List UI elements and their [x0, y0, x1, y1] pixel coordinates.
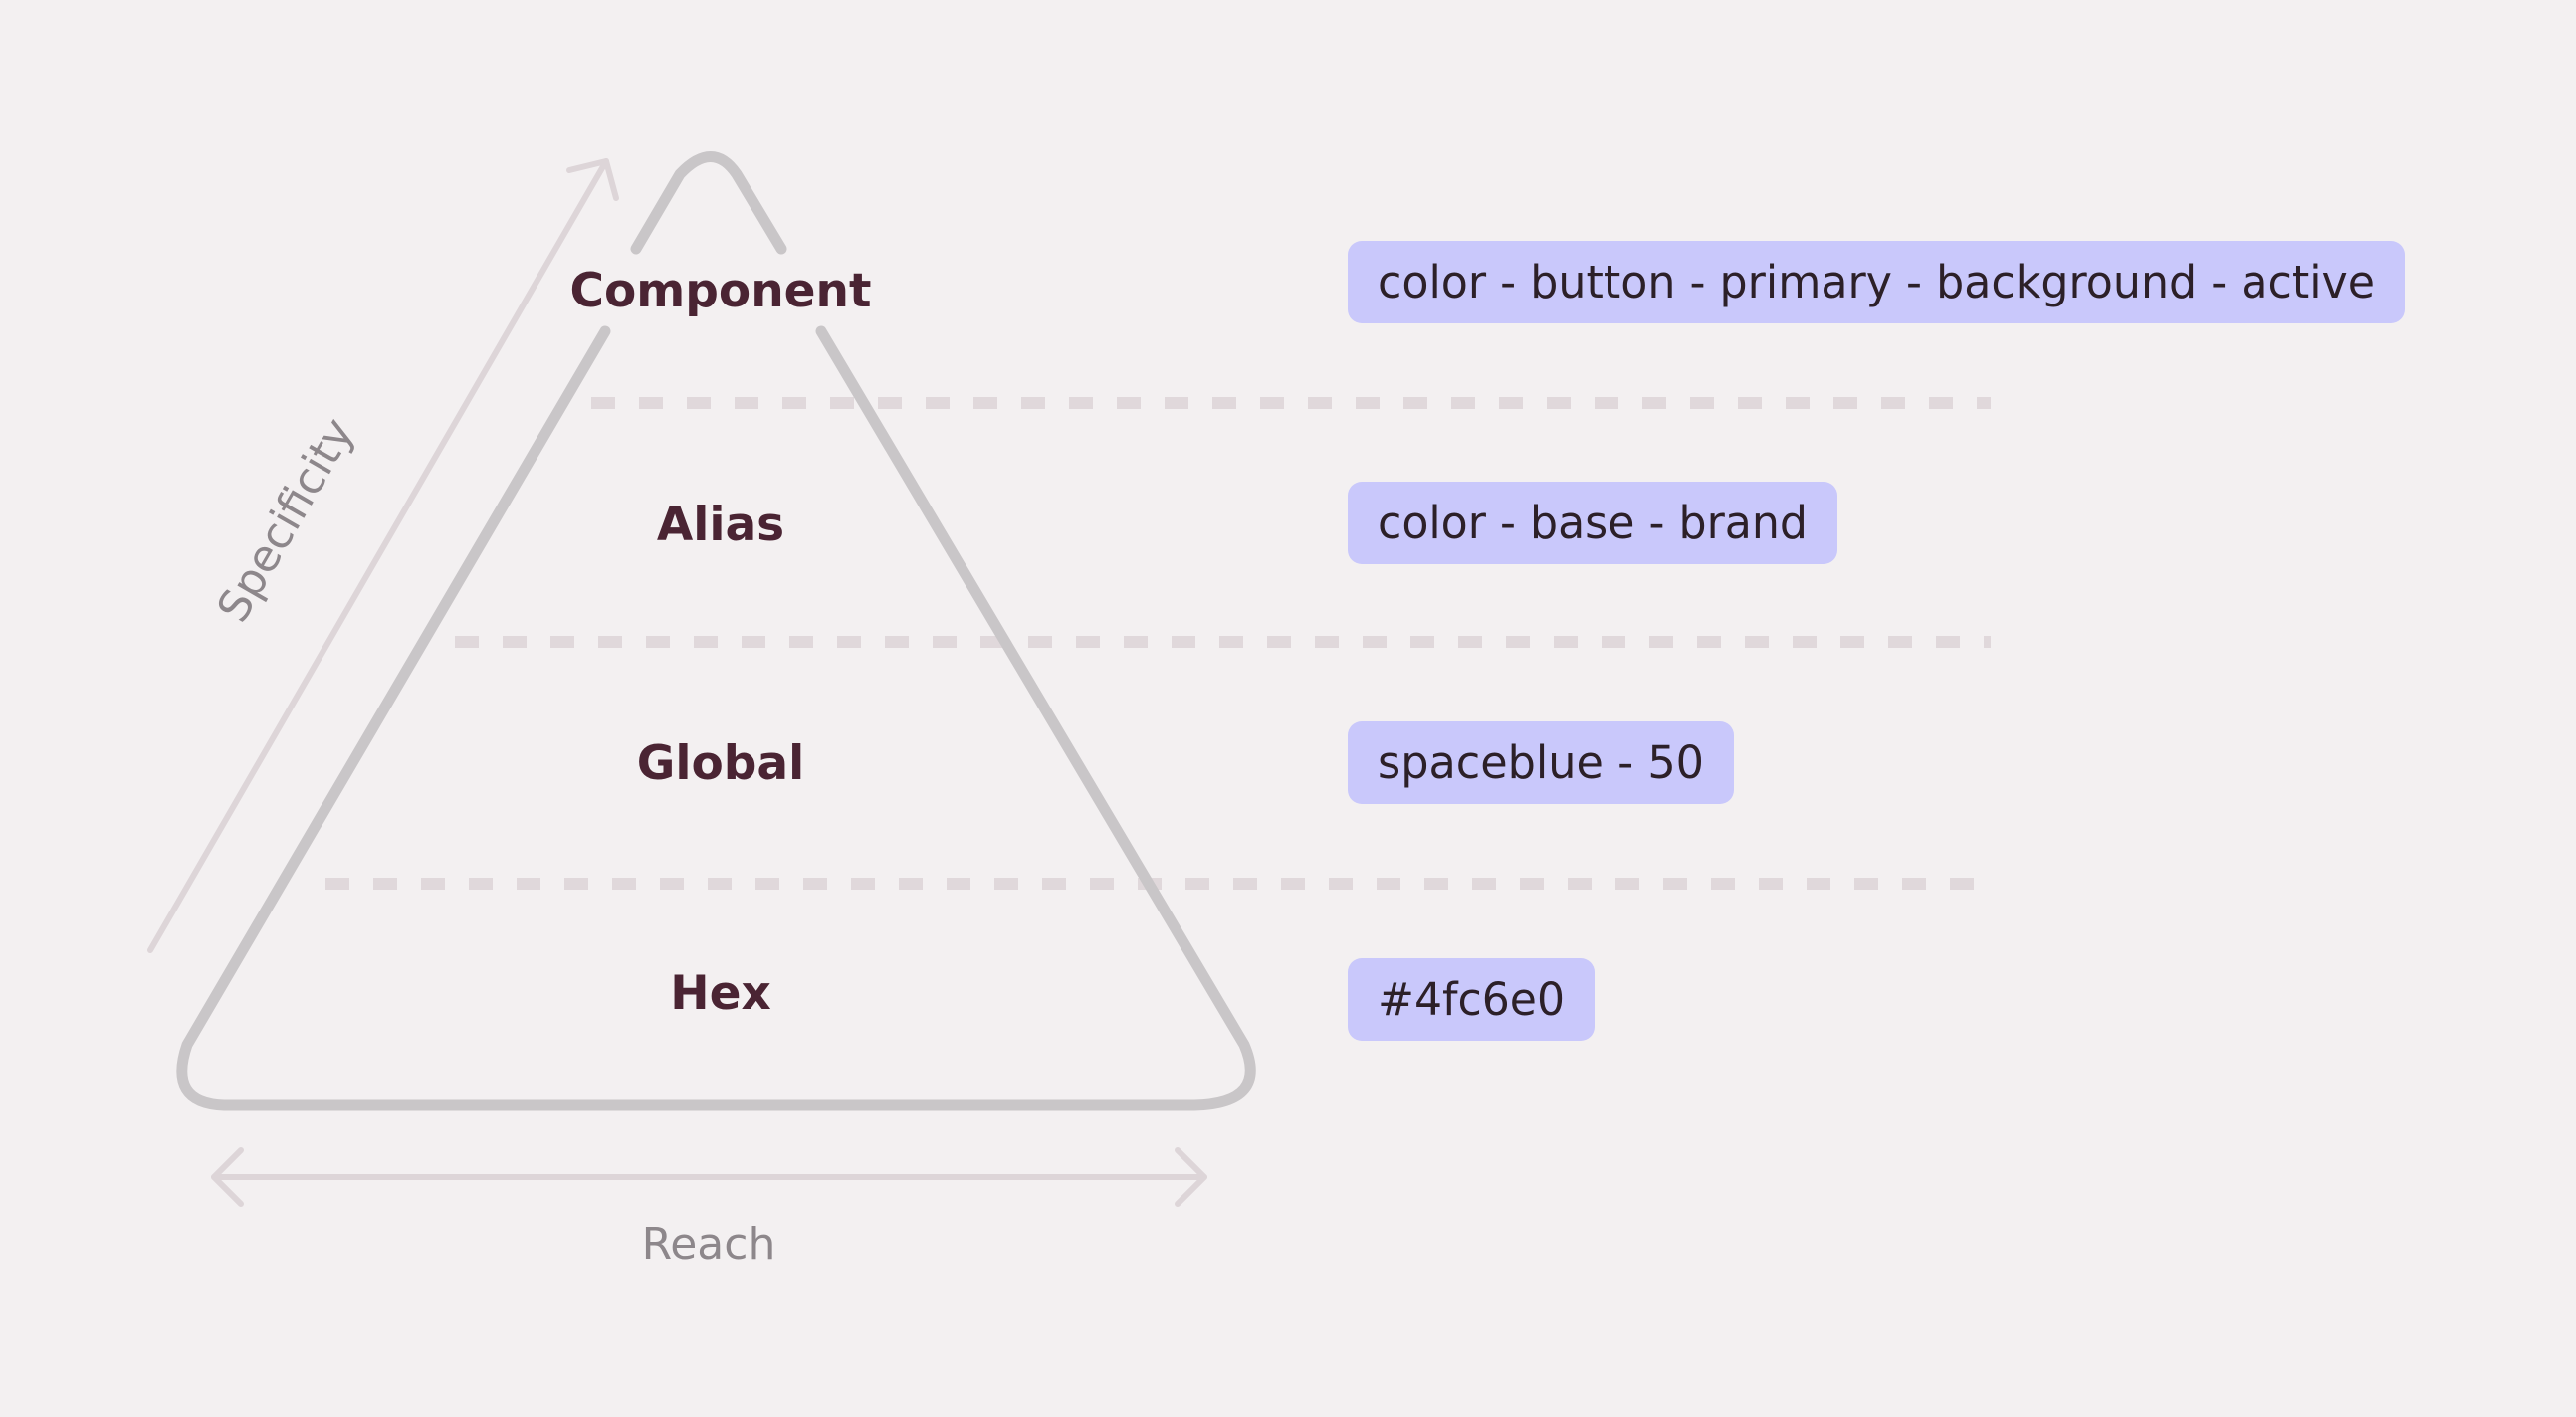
token-chip-text: color - button - primary - background - …: [1378, 256, 2375, 308]
token-chip-text: color - base - brand: [1378, 497, 1808, 549]
token-chip-hex: #4fc6e0: [1348, 958, 1595, 1041]
token-chip-component: color - button - primary - background - …: [1348, 241, 2405, 323]
level-label-global: Global: [637, 736, 804, 791]
token-chip-background: [1348, 482, 1837, 564]
double-arrow-horizontal-icon: [211, 1147, 1207, 1207]
specificity-axis-label: Specificity: [208, 410, 365, 631]
token-chip-text: spaceblue - 50: [1378, 736, 1704, 789]
token-chip-global: spaceblue - 50: [1348, 721, 1734, 804]
token-chip-text: #4fc6e0: [1378, 973, 1565, 1026]
level-dividers: [325, 397, 1991, 890]
token-chip-background: [1348, 721, 1734, 804]
pyramid-outline: [176, 151, 1256, 1111]
token-chip-background: [1348, 958, 1595, 1041]
token-chip-background: [1348, 241, 2405, 323]
level-label-alias: Alias: [657, 498, 784, 552]
reach-axis-label: Reach: [642, 1219, 776, 1270]
token-chip-alias: color - base - brand: [1348, 482, 1837, 564]
arrow-up-right-icon: [147, 158, 619, 953]
level-label-component: Component: [570, 264, 872, 318]
level-label-hex: Hex: [670, 966, 771, 1021]
